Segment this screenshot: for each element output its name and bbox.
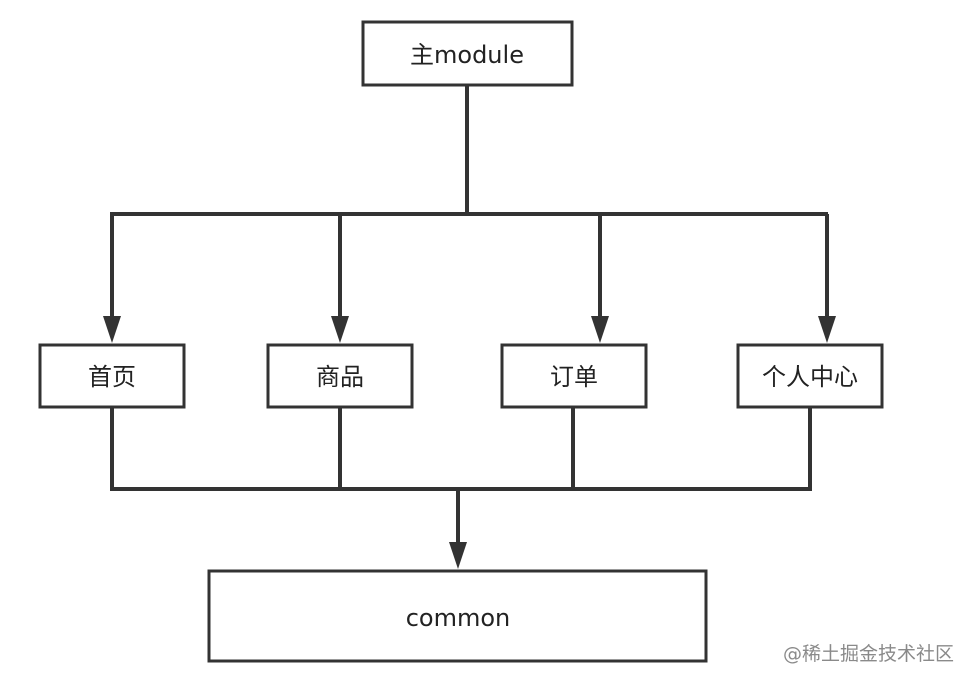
edges-features-to-common [110, 407, 812, 569]
node-goods-label: 商品 [316, 363, 364, 391]
watermark: @稀土掘金技术社区 [782, 643, 954, 665]
node-order: 订单 [500, 343, 648, 409]
arrowhead-order [591, 316, 609, 343]
node-common-box [207, 569, 708, 663]
node-home-label: 首页 [88, 363, 136, 391]
arrowhead-home [103, 316, 121, 343]
arrowhead-goods [331, 316, 349, 343]
node-profile-label: 个人中心 [762, 363, 858, 391]
node-common-label: common [406, 604, 511, 632]
edges-main-to-features [103, 85, 836, 343]
arrowhead-common [449, 542, 467, 569]
node-order-label: 订单 [550, 363, 598, 391]
node-goods-box [266, 343, 414, 409]
node-order-box [500, 343, 648, 409]
node-profile-box [736, 343, 884, 409]
node-home: 首页 [38, 343, 186, 409]
node-goods: 商品 [266, 343, 414, 409]
node-main-module-label: 主module [410, 41, 524, 69]
arrowhead-profile [818, 316, 836, 343]
node-common: common [207, 569, 708, 663]
node-main-module-box [361, 20, 574, 87]
node-home-box [38, 343, 186, 409]
node-profile: 个人中心 [736, 343, 884, 409]
node-main-module: 主module [361, 20, 574, 87]
